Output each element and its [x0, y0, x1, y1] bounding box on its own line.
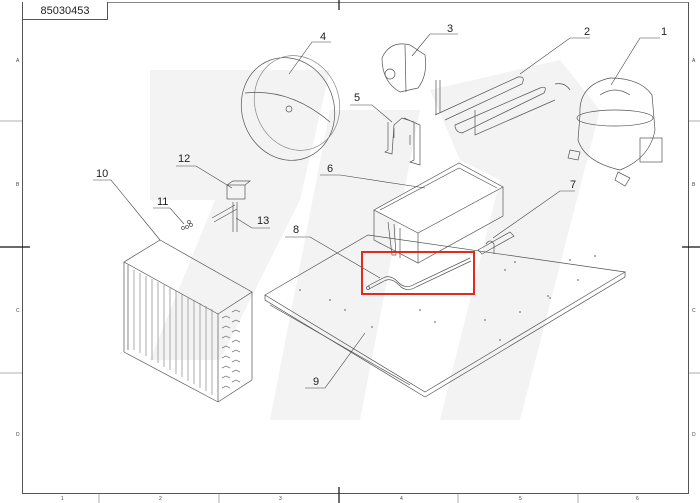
callout-5: 5: [354, 92, 361, 104]
compressor-part: [567, 77, 663, 187]
col-label-4: 4: [400, 496, 403, 502]
row-label-b: B: [16, 182, 20, 188]
part-number: 85030453: [40, 4, 90, 17]
row-label-a-right: A: [692, 58, 696, 64]
callout-7: 7: [570, 179, 577, 191]
callout-6: 6: [327, 163, 334, 175]
callout-2: 2: [584, 26, 591, 38]
callout-12: 12: [178, 153, 191, 165]
col-label-2: 2: [159, 496, 162, 502]
callout-4: 4: [320, 31, 327, 43]
part-number-box: 85030453: [22, 2, 108, 20]
base-plate-part: [264, 234, 627, 398]
filter-drier-part: [477, 231, 515, 255]
row-label-c-right: C: [692, 308, 696, 314]
fan-motor-part: [381, 43, 427, 93]
highlight-box-capillary-tube: [361, 251, 475, 295]
callout-1: 1: [661, 26, 668, 38]
tube-coil-part: [434, 76, 571, 136]
bracket-part: [384, 117, 421, 166]
callout-13: 13: [257, 215, 270, 227]
callout-8: 8: [293, 224, 300, 236]
callout-9: 9: [313, 376, 320, 388]
row-label-c: C: [16, 308, 20, 314]
callout-11: 11: [157, 196, 169, 208]
col-label-6: 6: [636, 496, 639, 502]
drip-tray-part: [373, 162, 504, 264]
fittings-part: [181, 220, 193, 230]
col-label-3: 3: [279, 496, 282, 502]
leader-lines: [93, 33, 660, 389]
capillary-tube-part: [366, 257, 472, 290]
row-label-a: A: [16, 58, 20, 64]
drawing-frame: [22, 2, 689, 494]
condenser-part: [123, 239, 253, 403]
callout-3: 3: [447, 23, 454, 35]
row-label-b-right: B: [692, 182, 696, 188]
row-label-d-right: D: [692, 432, 696, 438]
callout-10: 10: [96, 168, 109, 180]
watermark: [150, 60, 600, 420]
valve-part: [211, 180, 251, 232]
fan-disc-part: [240, 55, 341, 161]
row-label-d: D: [16, 432, 20, 438]
col-label-5: 5: [519, 496, 522, 502]
col-label-1: 1: [61, 496, 64, 502]
